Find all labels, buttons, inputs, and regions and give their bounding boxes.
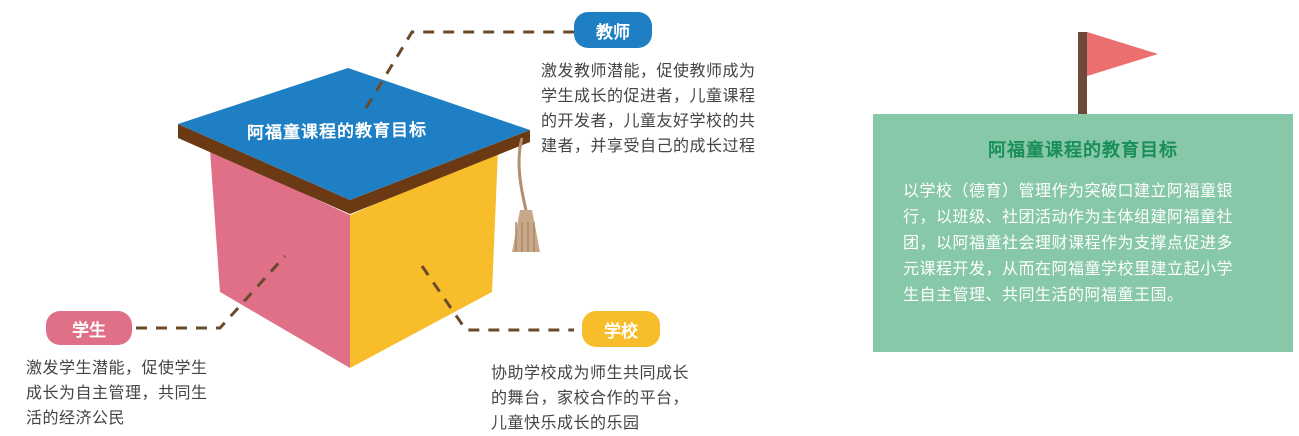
teacher-description: 激发教师潜能，促使教师成为 学生成长的促进者，儿童课程 的开发者，儿童友好学校的… <box>541 58 756 158</box>
student-description-line: 活的经济公民 <box>26 408 126 427</box>
student-label: 学生 <box>46 311 132 345</box>
tassel-icon <box>512 210 540 252</box>
teacher-label: 教师 <box>574 12 652 48</box>
student-description: 激发学生潜能，促使学生 成长为自主管理，共同生 活的经济公民 <box>26 355 208 430</box>
card-title: 阿福童课程的教育目标 <box>988 140 1178 161</box>
card-body-line: 生自主管理、共同生活的阿福童王国。 <box>903 285 1184 304</box>
school-description-line: 儿童快乐成长的乐园 <box>491 413 640 432</box>
school-description-line: 的舞台，家校合作的平台， <box>491 388 690 407</box>
student-description-line: 成长为自主管理，共同生 <box>26 383 208 402</box>
teacher-description-line: 建者，并享受自己的成长过程 <box>541 136 756 155</box>
teacher-description-line: 激发教师潜能，促使教师成为 <box>541 61 756 80</box>
card-body-line: 元课程开发，从而在阿福童学校里建立起小学 <box>903 259 1234 278</box>
teacher-description-line: 的开发者，儿童友好学校的共 <box>541 111 756 130</box>
card-body-line: 团，以阿福童社会理财课程作为支撑点促进多 <box>903 233 1234 252</box>
school-description: 协助学校成为师生共同成长 的舞台，家校合作的平台， 儿童快乐成长的乐园 <box>491 360 689 435</box>
school-label: 学校 <box>582 311 660 347</box>
school-description-line: 协助学校成为师生共同成长 <box>491 363 690 382</box>
student-description-line: 激发学生潜能，促使学生 <box>26 358 208 377</box>
card-body-line: 行，以班级、社团活动作为主体组建阿福童社 <box>903 207 1234 226</box>
teacher-description-line: 学生成长的促进者，儿童课程 <box>541 86 756 105</box>
hat-title: 阿福童课程的教育目标 <box>246 120 428 144</box>
flag-icon <box>1078 32 1158 122</box>
goals-card: 阿福童课程的教育目标 以学校（德育）管理作为突破口建立阿福童银 行，以班级、社团… <box>873 114 1293 352</box>
card-body: 以学校（德育）管理作为突破口建立阿福童银 行，以班级、社团活动作为主体组建阿福童… <box>903 178 1287 308</box>
card-body-line: 以学校（德育）管理作为突破口建立阿福童银 <box>903 181 1234 200</box>
